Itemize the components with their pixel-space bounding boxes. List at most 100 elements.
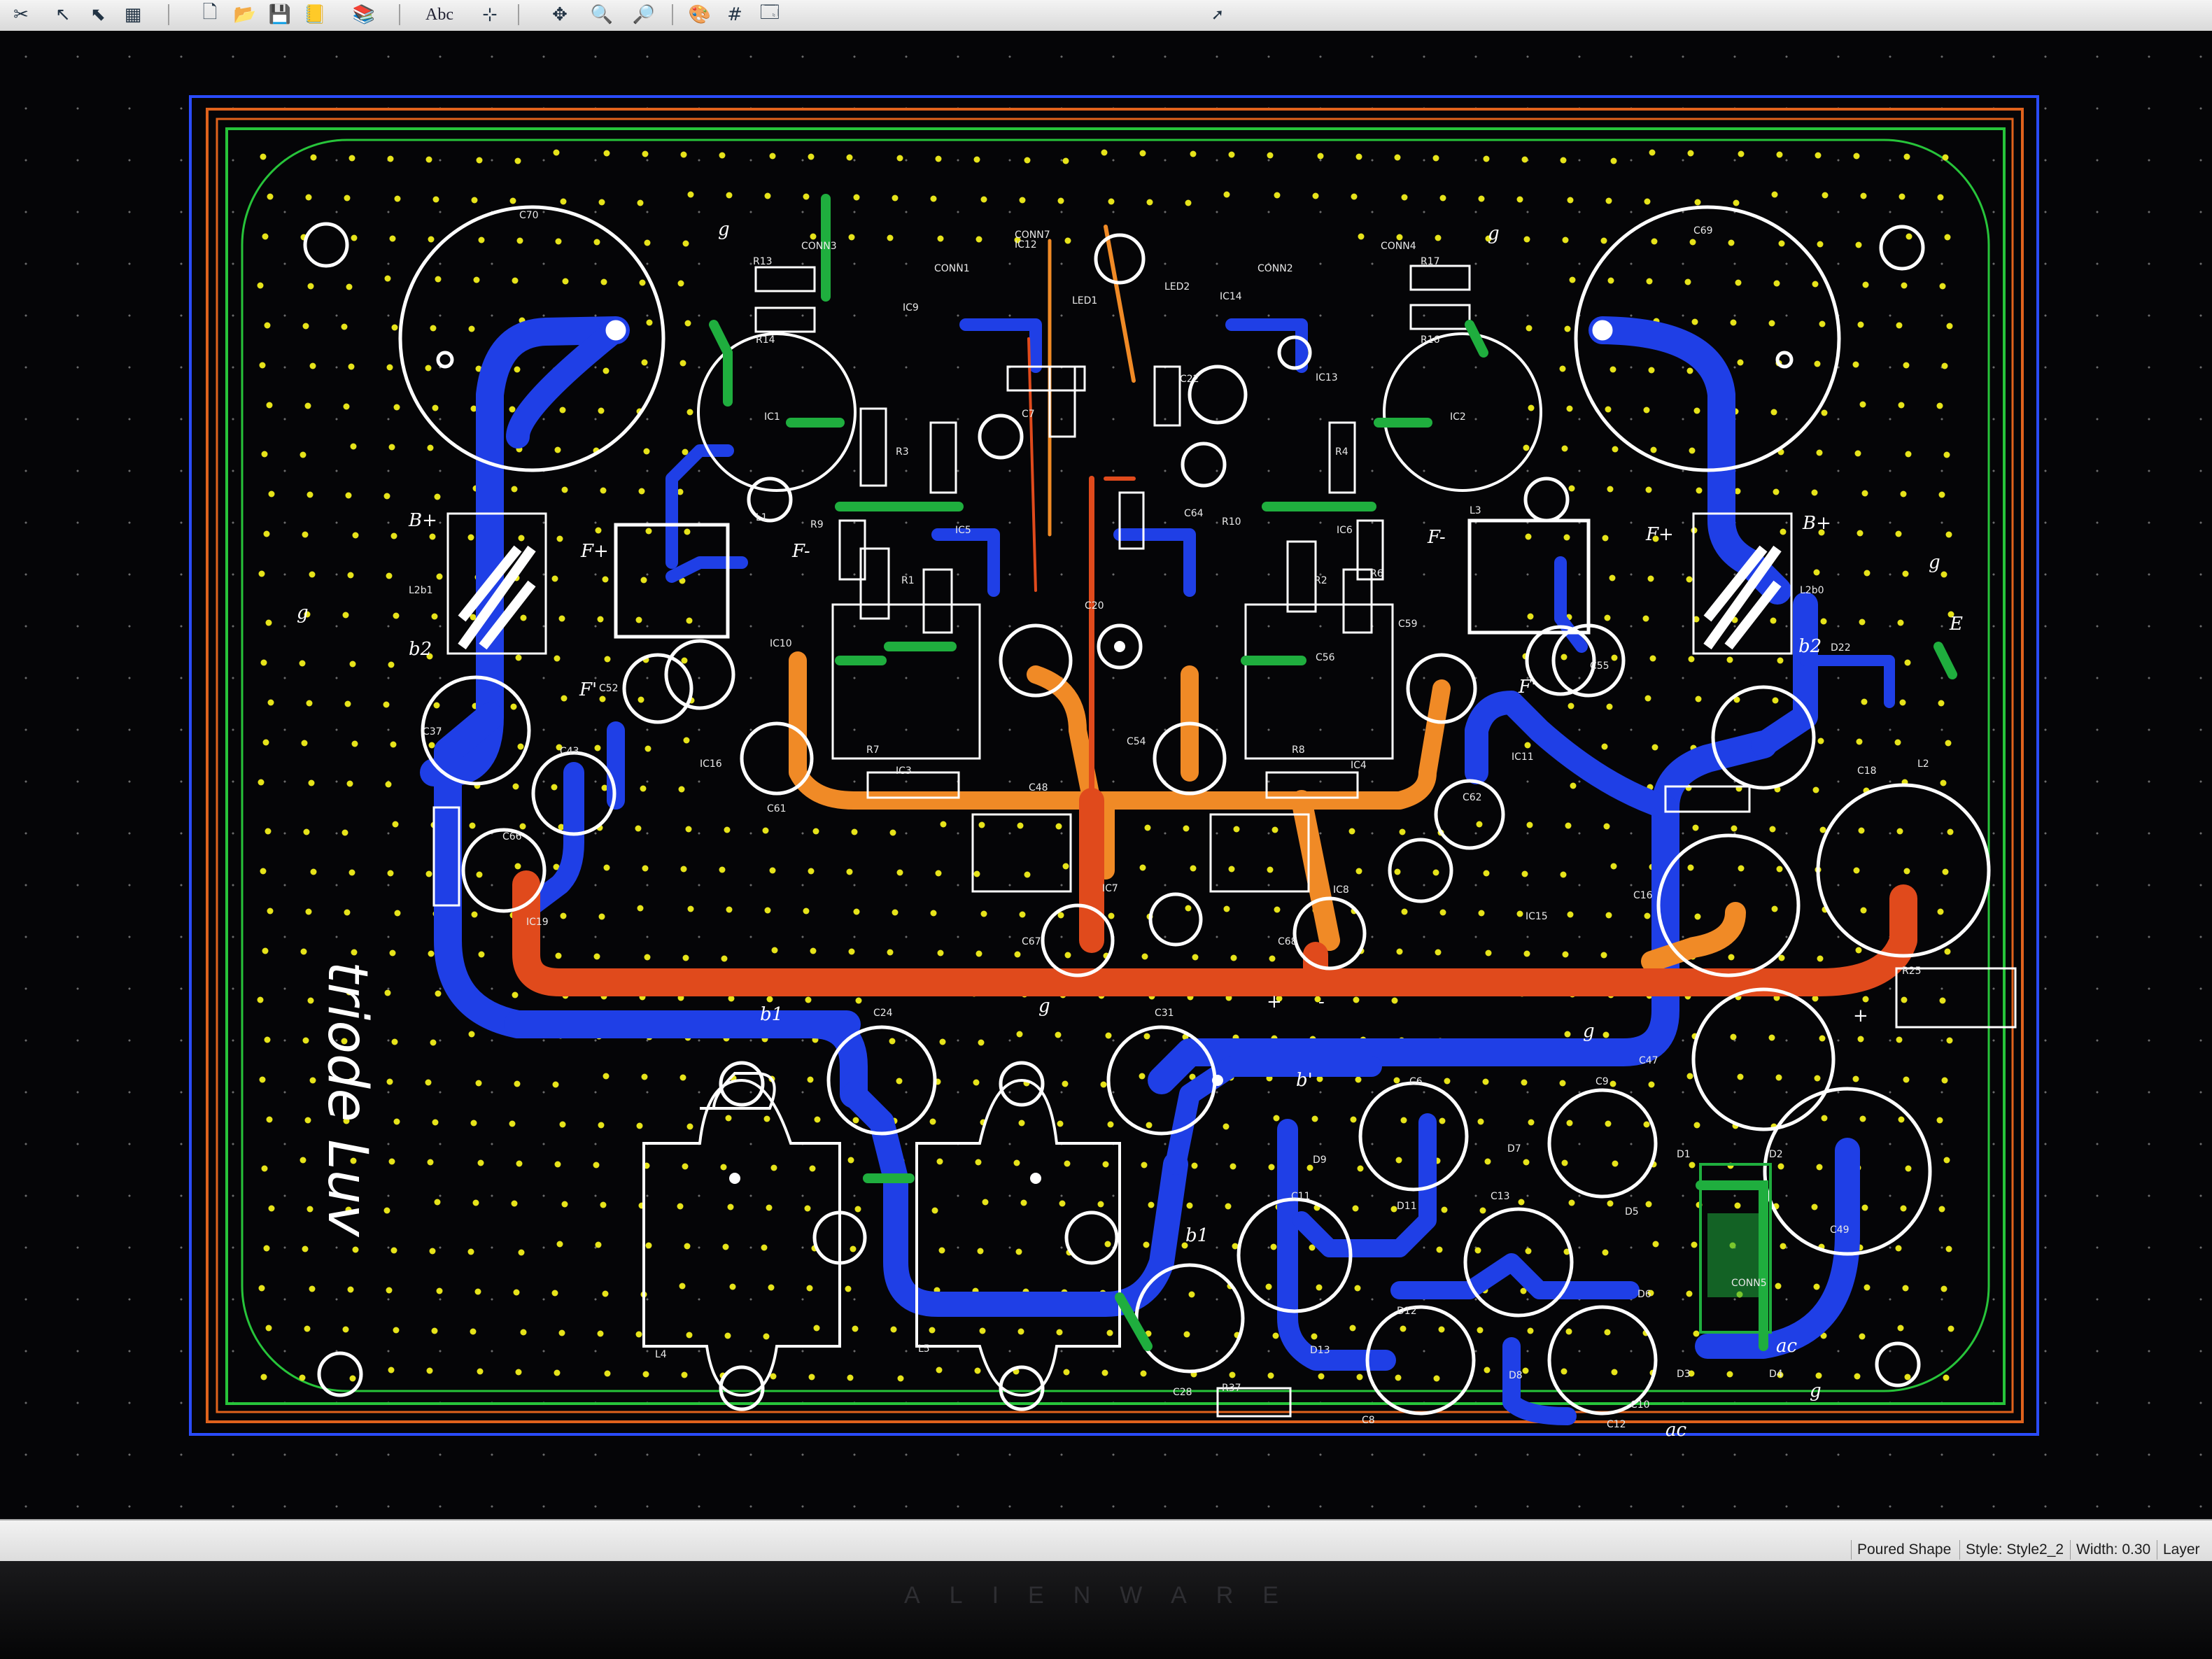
via xyxy=(302,1245,309,1252)
via xyxy=(680,151,687,158)
via xyxy=(766,1204,773,1211)
via xyxy=(1943,451,1950,458)
via xyxy=(343,1117,350,1124)
ref-ic7: IC7 xyxy=(1102,883,1118,894)
via xyxy=(1860,192,1867,199)
via xyxy=(1518,1199,1525,1206)
via xyxy=(1569,276,1576,283)
via xyxy=(1400,1325,1407,1332)
via xyxy=(635,825,642,832)
open-folder-icon[interactable]: 📂 xyxy=(233,4,257,25)
via xyxy=(510,703,517,710)
via xyxy=(310,868,317,875)
via xyxy=(1014,237,1021,243)
via xyxy=(1771,191,1778,198)
pointer-icon[interactable]: ⬉ xyxy=(90,4,106,25)
via xyxy=(980,196,987,203)
via xyxy=(1856,738,1863,745)
via xyxy=(468,1031,475,1038)
via xyxy=(1432,155,1439,162)
via xyxy=(1858,827,1865,834)
pcb-canvas[interactable]: triode Luv C70 C69 R13 R14 IC1 IC2 R17 R… xyxy=(0,31,2212,1519)
via xyxy=(764,907,771,914)
arrow-icon[interactable]: ↖ xyxy=(55,4,71,25)
via xyxy=(1055,823,1062,830)
dimension-icon[interactable]: ⊹ xyxy=(482,4,498,25)
via xyxy=(1563,1248,1570,1255)
via xyxy=(434,493,441,500)
via xyxy=(770,1164,777,1171)
via xyxy=(1435,949,1442,956)
via xyxy=(393,1118,400,1125)
via xyxy=(477,1368,484,1375)
save-icon[interactable]: 💾 xyxy=(268,4,292,25)
via xyxy=(1861,698,1868,705)
via xyxy=(1940,1285,1947,1292)
via xyxy=(940,821,947,828)
palette-icon[interactable]: 🎨 xyxy=(688,4,712,25)
new-file-icon[interactable]: 🗋 xyxy=(202,2,218,23)
text-tool-button[interactable]: Abc xyxy=(425,5,453,24)
via xyxy=(393,612,400,619)
via xyxy=(1644,198,1651,205)
via xyxy=(1735,279,1742,286)
via xyxy=(262,739,269,746)
via xyxy=(268,490,275,497)
ref-ic4: IC4 xyxy=(1351,760,1367,771)
mouse-cursor-icon: ➚ xyxy=(1211,6,1225,24)
via xyxy=(1191,1162,1198,1169)
via xyxy=(727,1203,734,1210)
zoom-in-icon[interactable]: 🔍 xyxy=(590,4,614,25)
ref-d4: D4 xyxy=(1769,1369,1783,1380)
via xyxy=(980,910,987,917)
via xyxy=(262,947,269,954)
via xyxy=(642,150,649,157)
via xyxy=(1946,1037,1953,1044)
ref-ic11: IC11 xyxy=(1512,751,1534,763)
grid-icon[interactable]: # xyxy=(727,4,742,25)
via xyxy=(1230,1163,1237,1170)
via xyxy=(1852,361,1859,368)
via xyxy=(896,155,903,162)
via xyxy=(1059,1200,1066,1207)
via xyxy=(1649,655,1656,662)
board-title: triode Luv xyxy=(316,961,379,1238)
ref-r3: R3 xyxy=(896,446,909,458)
via xyxy=(1559,1080,1566,1087)
zoom-out-icon[interactable]: 🔎 xyxy=(632,4,656,25)
net-b1-left: b1 xyxy=(760,1004,783,1025)
cut-icon[interactable]: ✂ xyxy=(13,4,29,25)
via xyxy=(719,866,726,873)
ref-c37: C37 xyxy=(423,726,442,737)
via xyxy=(1943,1157,1950,1164)
library-icon[interactable]: 📒 xyxy=(303,4,327,25)
via xyxy=(1940,571,1947,578)
via xyxy=(1905,1165,1912,1172)
via xyxy=(1780,1243,1787,1250)
via xyxy=(1939,997,1946,1004)
ref-ic12: IC12 xyxy=(1015,239,1037,250)
via xyxy=(474,1288,481,1295)
via xyxy=(520,614,527,621)
layers-icon[interactable]: 📚 xyxy=(352,4,376,25)
board-outline-green xyxy=(225,127,2006,1405)
via xyxy=(887,234,894,241)
via xyxy=(1692,824,1699,831)
via xyxy=(1899,699,1906,706)
via xyxy=(1228,866,1235,873)
via xyxy=(1527,613,1534,620)
grid-select-icon[interactable]: ▦ xyxy=(124,4,142,25)
move-icon[interactable]: ✥ xyxy=(552,4,568,25)
via xyxy=(1565,822,1572,829)
ref-r6: R6 xyxy=(1370,568,1383,579)
via xyxy=(299,660,306,667)
via xyxy=(640,785,647,792)
via xyxy=(1524,742,1531,749)
ref-l1: L1 xyxy=(756,512,768,523)
via xyxy=(512,783,519,790)
via xyxy=(260,868,267,875)
via xyxy=(1274,906,1281,913)
via xyxy=(477,1159,484,1166)
via xyxy=(979,1327,986,1334)
properties-icon[interactable]: 🗔 xyxy=(759,2,780,23)
